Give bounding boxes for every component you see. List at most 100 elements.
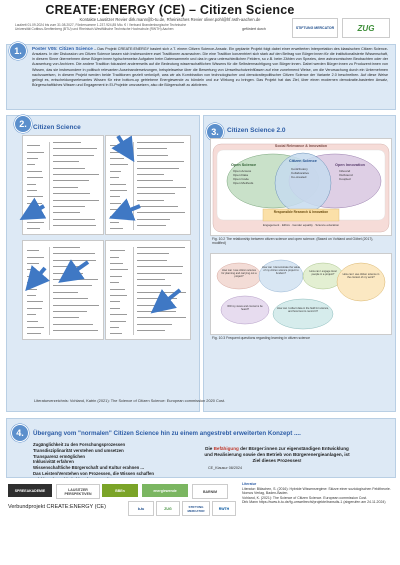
text-line: [27, 215, 39, 217]
diagram-item: Outbound: [339, 173, 353, 177]
section-number-4: 4.: [11, 424, 29, 442]
section-1-body: – Das Projekt CREATE:ENERGY basiert sich…: [32, 47, 388, 88]
text-line: [110, 209, 128, 210]
text-line: [110, 263, 124, 264]
text-line: [53, 193, 91, 194]
text-line: [137, 323, 172, 325]
diagram-item: Co-created: [291, 175, 307, 179]
text-line: [137, 206, 178, 207]
text-line: [110, 307, 120, 309]
text-line: [110, 158, 125, 159]
text-line: [110, 320, 126, 322]
text-line: [137, 272, 182, 274]
text-line: [137, 218, 170, 220]
text-line: [137, 193, 175, 194]
diagram-bottom-items: Engagement · Ethics · Gender equality · …: [262, 223, 340, 227]
partner-logo: energiewende: [142, 484, 188, 497]
text-line: [53, 212, 80, 214]
diagram-right-items: Inbound Outbound Coupled: [339, 169, 353, 181]
diagram-item: Engagement: [262, 223, 280, 227]
text-line: [110, 327, 119, 328]
text-line: [137, 167, 180, 169]
diagram-item: Science education: [315, 223, 340, 227]
partner-label: Verbundprojekt CREATE:ENERGY (CE): [8, 504, 106, 510]
section-1-text: Poster V05: Citizen Science – Das Projek…: [32, 46, 388, 88]
venn-diagram: [212, 143, 390, 233]
text-line: [137, 279, 166, 280]
text-line: [27, 256, 45, 258]
poster-footer: SPREEAKADEMIE LAUSITZER PERSPEKTIVEN BBE…: [0, 478, 400, 565]
text-line: [53, 148, 97, 150]
text-line: [27, 145, 40, 146]
text-line: [110, 170, 122, 172]
diagram-item: Open Code: [233, 177, 249, 181]
text-line: [53, 266, 81, 267]
text-line: [137, 199, 165, 201]
text-line: [110, 222, 119, 223]
concept-item: Das Leisten/Verstehen von Prozessen, die…: [33, 470, 155, 476]
partner-logo: SPREEAKADEMIE: [8, 484, 52, 497]
text-line: [53, 317, 79, 319]
partner-logo: RWTH: [212, 501, 236, 516]
text-line: [110, 202, 121, 204]
partner-logo: BBEn: [102, 484, 138, 497]
section-3-title: Citizen Science 2.0: [227, 127, 286, 134]
literature-entry: Dirk Mann https://www.b-tu.de/fg-umweltr…: [242, 500, 386, 505]
text-line: [137, 259, 167, 261]
speech-bubbles: [216, 259, 386, 330]
partner-logo: STIFTUNG MERCATOR: [182, 501, 210, 516]
text-line: [110, 190, 127, 191]
diagram-outer-label: Social Relevance & Innovation: [274, 144, 328, 148]
text-line: [137, 186, 186, 188]
poster-title: CREATE:ENERGY (CE) – Citizen Science: [45, 3, 295, 17]
text-line: [27, 327, 44, 328]
diagram-item: Contributory: [291, 167, 308, 171]
section-1-panel: [6, 44, 396, 110]
partner-logo: b-tu: [128, 501, 154, 516]
text-line: [53, 142, 82, 143]
text-line: [137, 317, 186, 319]
diagram-bottom-label: Responsible Research & Innovation: [273, 210, 329, 214]
text-line: [27, 222, 45, 223]
text-line: [110, 177, 120, 178]
text-line: [110, 145, 124, 146]
text-line: [53, 154, 94, 156]
text-line: [53, 253, 96, 255]
document-scan: [22, 240, 104, 340]
text-line: [110, 183, 127, 185]
funding-line: Laufzeit 01.09.2024 bis zum 31.08.2027, …: [15, 23, 187, 27]
text-line: [137, 247, 185, 248]
goal-text: Die: [205, 446, 214, 451]
text-line: [27, 250, 39, 251]
section-4-panel: [6, 418, 396, 478]
text-line: [137, 212, 186, 214]
text-line: [27, 307, 43, 309]
text-line: [110, 215, 125, 217]
citizen-science-diagram: Social Relevance & Innovation Open Scien…: [210, 138, 392, 236]
text-line: [110, 295, 128, 296]
document-scan: [105, 240, 191, 340]
concept-list: Zugänglichkeit zu den Forschungsprozesse…: [33, 442, 213, 483]
text-line: [110, 196, 120, 198]
text-line: [27, 269, 36, 271]
text-line: [27, 183, 37, 185]
diagram-left-items: Open Access Open Data Open Code Open Met…: [233, 169, 253, 185]
question-bubble: How can I engage local people in a proje…: [309, 270, 337, 277]
text-line: [27, 170, 42, 172]
text-line: [27, 288, 38, 290]
funding-line: Universität Cottbus-Senftenberg (BTU) un…: [15, 27, 174, 32]
text-line: [27, 164, 36, 166]
text-line: [137, 174, 165, 175]
text-line: [27, 151, 45, 153]
partner-logo: ZUG: [156, 501, 180, 516]
text-line: [27, 209, 36, 210]
text-line: [110, 256, 119, 258]
funding-info: Laufzeit 01.09.2024 bis zum 31.08.2027, …: [15, 23, 230, 31]
table-divider: [133, 142, 134, 230]
diagram-center-title: Citizen Science: [289, 159, 317, 163]
poster-label: Poster V05: Citizen Science: [32, 46, 93, 51]
text-line: [27, 295, 37, 296]
text-line: [137, 142, 184, 143]
sponsor-logo: STIFTUNG MERCATOR: [292, 18, 338, 38]
